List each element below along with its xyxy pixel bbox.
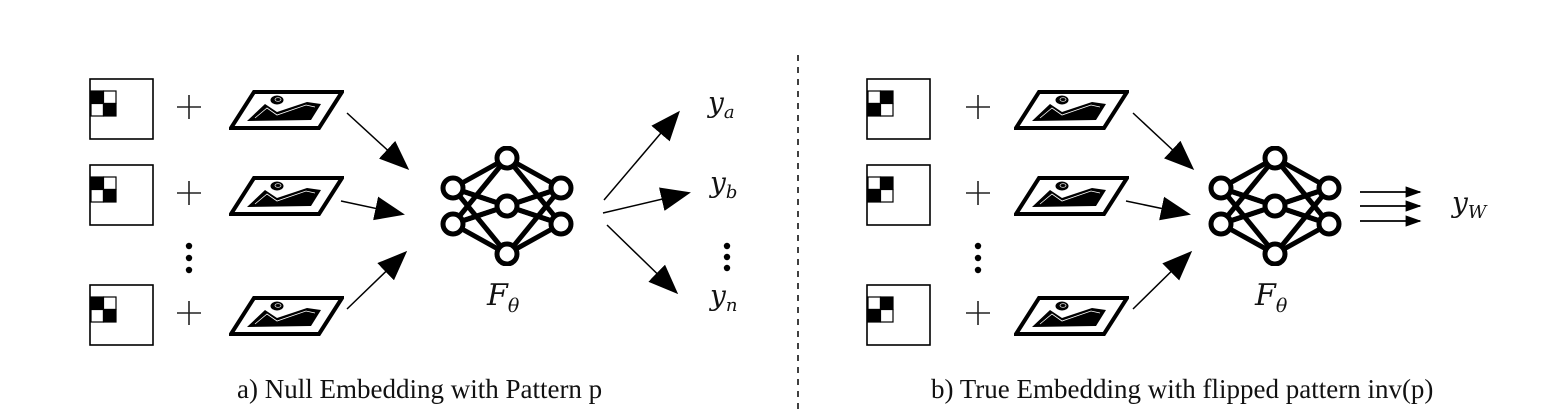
model-label: Fθ [1254,278,1288,317]
model-label: Fθ [486,278,520,317]
plus-icon [966,301,990,325]
ellipsis-vertical-icon [723,242,731,272]
pattern-square-icon [89,164,154,226]
ellipsis-vertical-icon [974,242,982,274]
arrow-icon [1132,250,1193,310]
image-icon [229,90,344,130]
plus-icon [177,95,201,119]
caption-b: b) True Embedding with flipped pattern i… [931,374,1433,404]
input-row [866,78,1129,140]
image-icon [1014,176,1129,216]
arrow-icon [346,250,408,310]
input-row [89,164,344,226]
input-row [866,164,1129,226]
image-icon [229,296,344,336]
input-row [866,284,1129,346]
plus-icon [177,181,201,205]
output-label-n: yn [708,279,737,316]
input-row [89,78,344,140]
pattern-square-icon [866,78,931,140]
pattern-square-icon [89,78,154,140]
arrow-icon [602,187,691,214]
output-label-b: yb [708,166,737,203]
plus-icon [966,95,990,119]
plus-icon [177,301,201,325]
arrow-icon [603,110,680,201]
pattern-square-icon [866,164,931,226]
neural-network-icon [1211,148,1339,264]
image-icon [229,176,344,216]
image-icon [1014,296,1129,336]
ellipsis-vertical-icon [185,242,193,274]
output-label-w: yW [1450,186,1488,223]
input-row [89,284,344,346]
arrow-icon [1125,196,1191,221]
output-label-a: ya [706,86,735,123]
image-icon [1014,90,1129,130]
arrow-icon [346,112,410,171]
panel-b: Fθ yW b) True Embedding with flipped pat… [866,78,1488,404]
caption-a: a) Null Embedding with Pattern p [237,374,602,404]
pattern-square-icon [866,284,931,346]
arrow-icon [340,196,405,221]
panel-a: Fθ ya yb yn a) Null Embedding with Patte… [89,78,737,404]
arrow-icon [1132,112,1195,171]
arrow-icon [606,224,679,295]
neural-network-icon [443,148,571,264]
pattern-square-icon [89,284,154,346]
plus-icon [966,181,990,205]
